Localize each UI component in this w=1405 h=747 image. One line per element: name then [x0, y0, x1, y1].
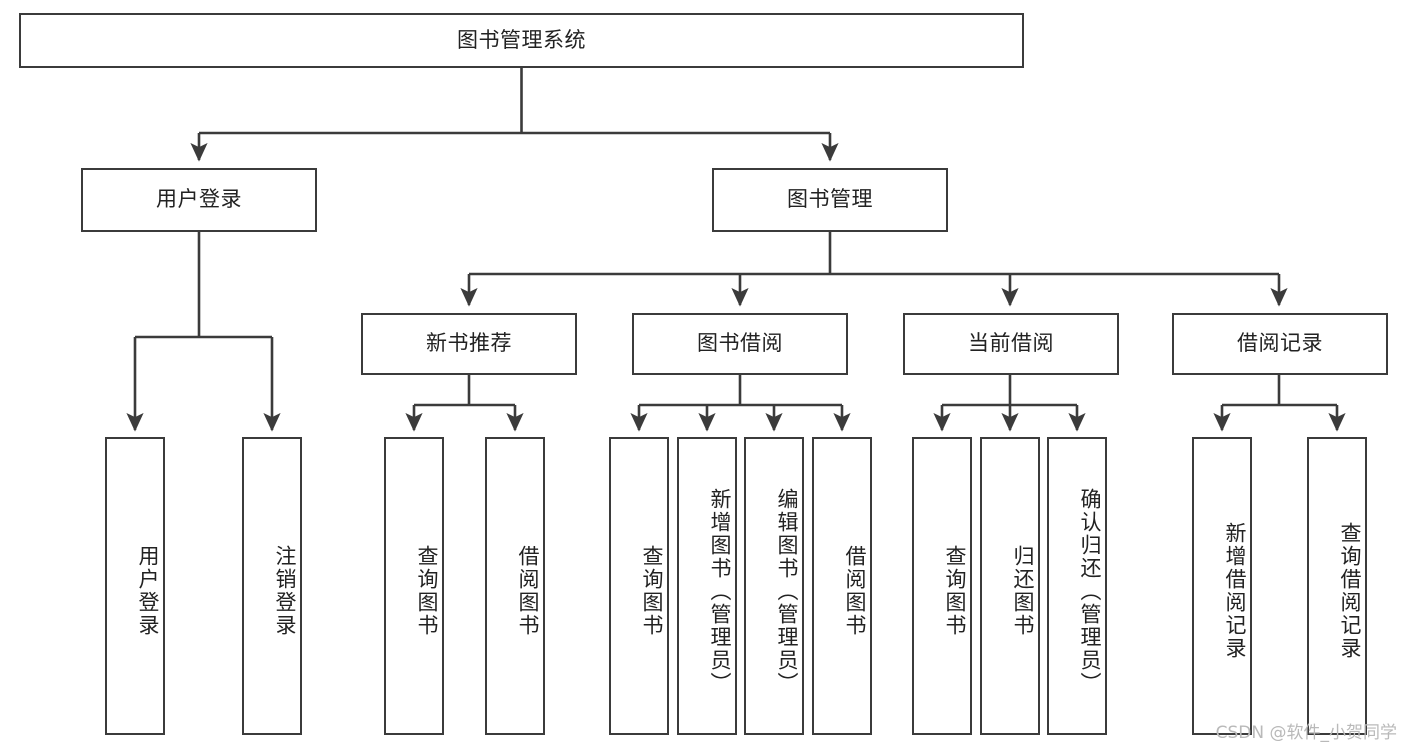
node-user-login[interactable]: 用户登录	[81, 168, 317, 232]
node-current-borrow-label: 当前借阅	[968, 331, 1054, 356]
leaf-query-borrow-record-label: 查询借阅记录	[1338, 522, 1362, 660]
leaf-query-book-1[interactable]: 查询图书	[384, 437, 444, 735]
node-root-label: 图书管理系统	[457, 27, 586, 52]
leaf-edit-book-admin-label: 编辑图书（管理员）	[775, 487, 799, 695]
leaf-confirm-return-admin-label: 确认归还（管理员）	[1078, 487, 1102, 695]
node-book-borrow-label: 图书借阅	[697, 331, 783, 356]
leaf-edit-book-admin[interactable]: 编辑图书（管理员）	[744, 437, 804, 735]
node-borrow-record[interactable]: 借阅记录	[1172, 313, 1388, 375]
node-borrow-record-label: 借阅记录	[1237, 331, 1323, 356]
leaf-add-book-admin-label: 新增图书（管理员）	[708, 487, 732, 695]
leaf-query-book-3[interactable]: 查询图书	[912, 437, 972, 735]
node-book-borrow[interactable]: 图书借阅	[632, 313, 848, 375]
node-new-book-recommend-label: 新书推荐	[426, 331, 512, 356]
node-new-book-recommend[interactable]: 新书推荐	[361, 313, 577, 375]
leaf-user-login-label: 用户登录	[136, 545, 160, 637]
watermark: CSDN @软件_小贺同学	[1215, 723, 1397, 743]
node-root[interactable]: 图书管理系统	[19, 13, 1024, 68]
node-book-manage-label: 图书管理	[787, 187, 873, 212]
leaf-query-book-2-label: 查询图书	[640, 545, 664, 637]
leaf-query-book-2[interactable]: 查询图书	[609, 437, 669, 735]
leaf-borrow-book-1[interactable]: 借阅图书	[485, 437, 545, 735]
node-book-manage[interactable]: 图书管理	[712, 168, 948, 232]
leaf-add-book-admin[interactable]: 新增图书（管理员）	[677, 437, 737, 735]
leaf-logout[interactable]: 注销登录	[242, 437, 302, 735]
leaf-return-book[interactable]: 归还图书	[980, 437, 1040, 735]
leaf-add-borrow-record-label: 新增借阅记录	[1223, 522, 1247, 660]
node-current-borrow[interactable]: 当前借阅	[903, 313, 1119, 375]
leaf-query-book-1-label: 查询图书	[415, 545, 439, 637]
leaf-query-book-3-label: 查询图书	[943, 545, 967, 637]
leaf-return-book-label: 归还图书	[1011, 545, 1035, 637]
leaf-add-borrow-record[interactable]: 新增借阅记录	[1192, 437, 1252, 735]
leaf-confirm-return-admin[interactable]: 确认归还（管理员）	[1047, 437, 1107, 735]
node-user-login-label: 用户登录	[156, 187, 242, 212]
leaf-logout-label: 注销登录	[273, 545, 297, 637]
leaf-borrow-book-2-label: 借阅图书	[843, 545, 867, 637]
leaf-borrow-book-2[interactable]: 借阅图书	[812, 437, 872, 735]
leaf-user-login[interactable]: 用户登录	[105, 437, 165, 735]
leaf-query-borrow-record[interactable]: 查询借阅记录	[1307, 437, 1367, 735]
leaf-borrow-book-1-label: 借阅图书	[516, 545, 540, 637]
